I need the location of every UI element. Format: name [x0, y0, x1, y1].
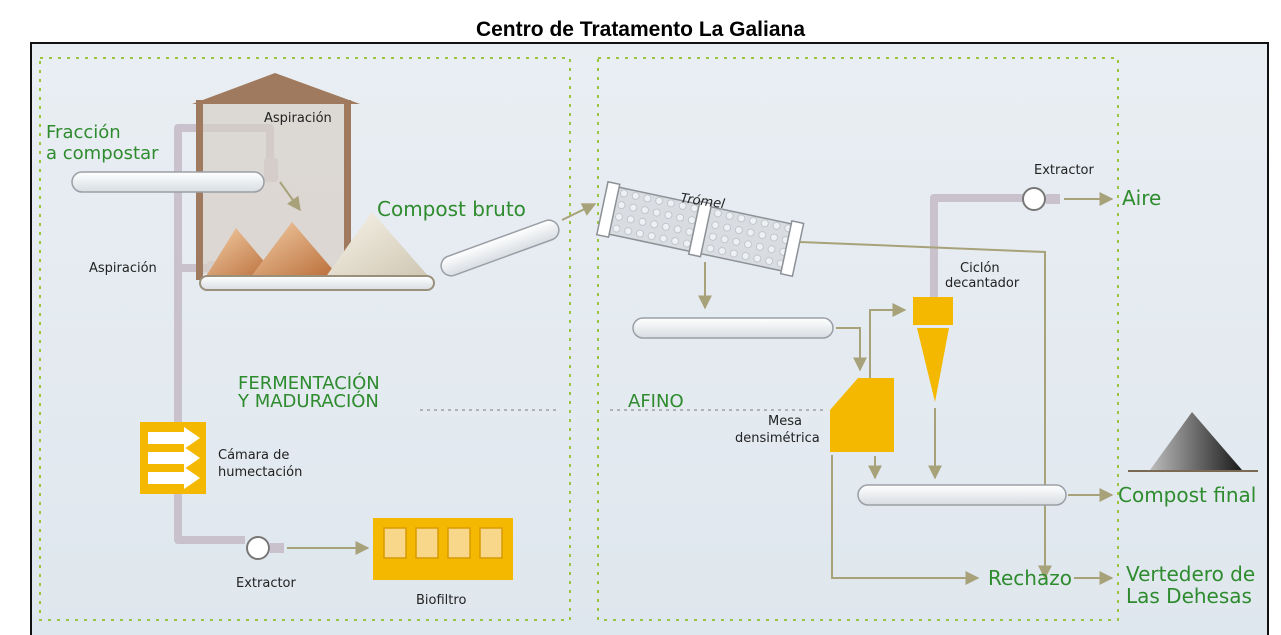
compost-bruto-conveyor	[440, 219, 560, 277]
compost-pile-2	[250, 222, 340, 278]
output-landfill-line1: Vertedero de	[1126, 562, 1255, 586]
biofilter-cell-4	[479, 527, 503, 559]
table-to-cyclone-arrow	[869, 303, 907, 390]
aspiration-left-label: Aspiración	[89, 261, 157, 276]
table-reject-arrow	[831, 455, 980, 585]
diagram-title: Centro de Tratamento La Galiana	[475, 18, 806, 41]
final-compost-pile	[1150, 412, 1242, 470]
biofilter-cell-2	[415, 527, 439, 559]
extractor-top-outlet	[1046, 194, 1060, 204]
zone-fermentation-line2: Y MADURACIÓN	[237, 390, 379, 412]
tromel-label: Trómel	[679, 191, 726, 212]
refining-zone-border	[597, 57, 1119, 621]
cyclone-top	[913, 297, 953, 325]
extractor-bottom-outlet	[270, 543, 284, 553]
table-label-line2: densimétrica	[735, 431, 820, 446]
shed-wall-right	[344, 100, 351, 280]
aspiration-top-label: Aspiración	[264, 111, 332, 126]
to-table-arrow	[836, 327, 867, 372]
compost-pile-3	[325, 212, 430, 278]
pile-floor-conveyor	[199, 275, 435, 291]
cyclone-label-line1: Ciclón	[960, 261, 1000, 276]
output-air-label: Aire	[1122, 186, 1161, 210]
extractor-top-icon	[1022, 187, 1046, 211]
cyclone-cone	[917, 328, 949, 402]
output-reject-label: Rechazo	[988, 566, 1072, 590]
extractor-top-label: Extractor	[1034, 163, 1095, 178]
tromel-reject-line	[799, 241, 1052, 580]
biofilter-cell-1	[383, 527, 407, 559]
biofilter-label: Biofiltro	[416, 593, 466, 608]
humidification-arrows	[148, 427, 200, 489]
zone-fermentation-line1: FERMENTACIÓN	[238, 372, 380, 394]
mid-conveyor	[632, 317, 834, 339]
cyclone-label-line2: decantador	[945, 276, 1020, 291]
input-fraction-line2: a compostar	[46, 143, 159, 164]
final-conveyor	[857, 484, 1067, 506]
compost-bruto-label: Compost bruto	[377, 197, 526, 221]
extractor-bottom-label: Extractor	[236, 576, 297, 591]
chamber-label-line1: Cámara de	[218, 448, 289, 463]
zone-refining-label: AFINO	[628, 391, 684, 412]
densimetric-table	[830, 378, 894, 452]
chamber-label-line2: humectación	[218, 465, 302, 480]
biofilter-cell-3	[447, 527, 471, 559]
extractor-bottom-icon	[246, 536, 270, 560]
input-conveyor	[71, 171, 265, 193]
tromel-drum	[595, 180, 805, 278]
input-arrow	[279, 181, 301, 212]
input-fraction-line1: Fracción	[46, 122, 121, 143]
fermentation-zone-border	[39, 57, 571, 621]
output-compost-final-label: Compost final	[1118, 483, 1256, 507]
table-label-line1: Mesa	[768, 414, 802, 429]
shed-roof	[192, 73, 360, 104]
to-tromel-arrow	[561, 203, 597, 221]
output-landfill-line2: Las Dehesas	[1126, 584, 1252, 608]
cyclone-air-duct	[930, 194, 1028, 300]
